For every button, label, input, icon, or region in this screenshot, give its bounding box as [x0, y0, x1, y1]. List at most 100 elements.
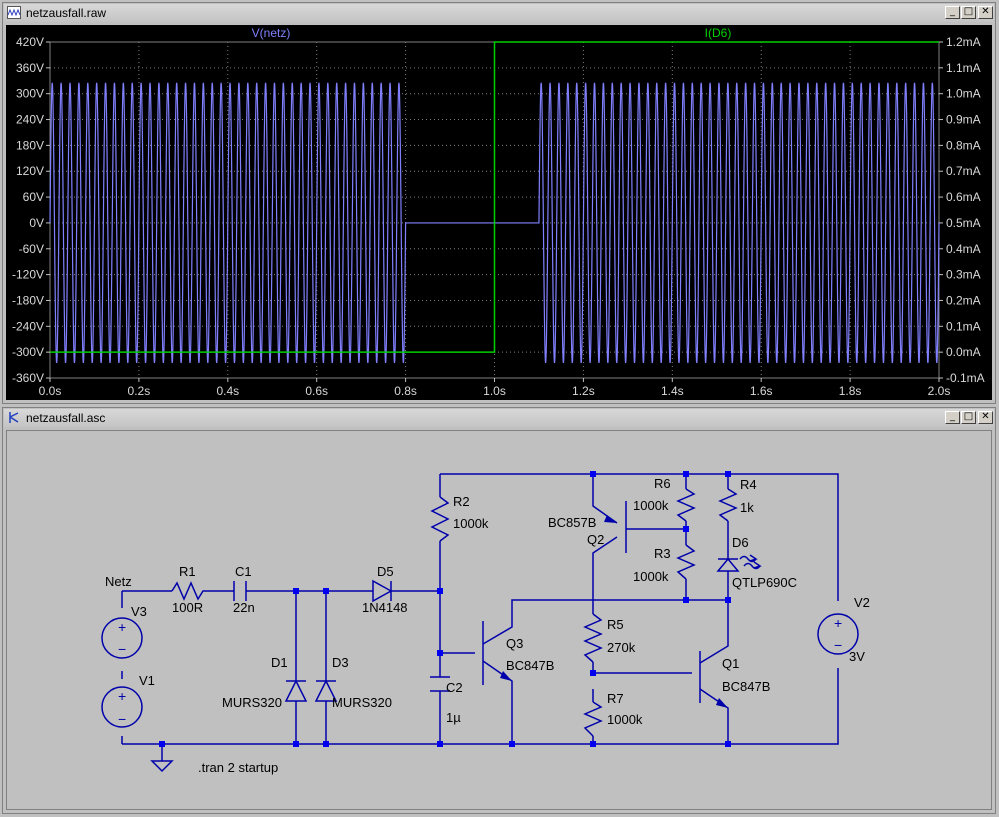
d6-ref[interactable]: D6: [732, 535, 749, 550]
v1-ref[interactable]: V1: [139, 673, 155, 688]
d5-value[interactable]: 1N4148: [362, 600, 408, 615]
net-label-netz[interactable]: Netz: [105, 574, 132, 589]
y-tick-label-right: 0.4mA: [946, 242, 981, 256]
svg-text:−: −: [118, 711, 126, 727]
y-tick-label-right: 1.0mA: [946, 87, 981, 101]
q1-value[interactable]: BC847B: [722, 679, 770, 694]
c2-value[interactable]: 1µ: [446, 710, 461, 725]
svg-text:+: +: [118, 688, 126, 704]
y-tick-label-right: 0.0mA: [946, 345, 981, 359]
schematic-drawing[interactable]: +− +− +− Netz V3 V1: [7, 431, 993, 811]
y-tick-label-left: 0V: [29, 216, 44, 230]
svg-text:+: +: [118, 619, 126, 635]
y-tick-label-left: -300V: [12, 345, 44, 359]
svg-text:−: −: [834, 637, 842, 653]
svg-text:−: −: [118, 641, 126, 657]
r7-value[interactable]: 1000k: [607, 712, 643, 727]
y-tick-label-right: 0.1mA: [946, 319, 981, 333]
x-tick-label: 1.2s: [572, 384, 595, 398]
q2-value[interactable]: BC857B: [548, 515, 596, 530]
q1-ref[interactable]: Q1: [722, 656, 739, 671]
minimize-button[interactable]: _: [945, 411, 960, 424]
y-tick-label-right: 0.5mA: [946, 216, 981, 230]
y-tick-label-left: -180V: [12, 293, 44, 307]
r2-ref[interactable]: R2: [453, 494, 470, 509]
r6-value[interactable]: 1000k: [633, 498, 669, 513]
d1-ref[interactable]: D1: [271, 655, 288, 670]
r7-ref[interactable]: R7: [607, 691, 624, 706]
junction-dots: [159, 471, 731, 747]
y-tick-label-left: 420V: [16, 35, 44, 49]
r5-value[interactable]: 270k: [607, 640, 636, 655]
x-tick-label: 1.0s: [483, 384, 506, 398]
v3-ref[interactable]: V3: [131, 604, 147, 619]
q2-ref[interactable]: Q2: [587, 532, 604, 547]
y-tick-label-left: 360V: [16, 61, 44, 75]
y-tick-label-right: 1.1mA: [946, 61, 981, 75]
y-tick-label-right: 0.2mA: [946, 293, 981, 307]
x-tick-label: 2.0s: [928, 384, 951, 398]
schematic-window: netzausfall.asc _ □ ✕: [2, 407, 996, 814]
close-button[interactable]: ✕: [978, 6, 993, 19]
y-tick-label-left: 240V: [16, 113, 44, 127]
waveform-window-title: netzausfall.raw: [26, 6, 107, 20]
y-tick-label-right: 1.2mA: [946, 35, 981, 49]
waveform-titlebar[interactable]: netzausfall.raw _ □ ✕: [4, 4, 994, 22]
y-tick-label-right: 0.7mA: [946, 164, 981, 178]
q3-ref[interactable]: Q3: [506, 636, 523, 651]
y-tick-label-left: -360V: [12, 371, 44, 385]
r4-ref[interactable]: R4: [740, 477, 757, 492]
r3-ref[interactable]: R3: [654, 546, 671, 561]
d1-value[interactable]: MURS320: [222, 695, 282, 710]
tran-directive[interactable]: .tran 2 startup: [198, 760, 278, 775]
trace-label-id6[interactable]: I(D6): [705, 26, 732, 40]
minimize-button[interactable]: _: [945, 6, 960, 19]
x-tick-label: 0.0s: [39, 384, 62, 398]
x-tick-label: 0.8s: [394, 384, 417, 398]
v2-value[interactable]: 3V: [849, 649, 865, 664]
x-tick-label: 0.2s: [128, 384, 151, 398]
schematic-titlebar[interactable]: netzausfall.asc _ □ ✕: [4, 409, 994, 427]
r4-value[interactable]: 1k: [740, 500, 754, 515]
x-tick-label: 0.4s: [216, 384, 239, 398]
y-tick-label-right: 0.6mA: [946, 190, 981, 204]
c1-ref[interactable]: C1: [235, 564, 252, 579]
waveform-window: netzausfall.raw _ □ ✕ V(netz) I(D6) 420V…: [2, 2, 996, 404]
y-tick-label-left: -240V: [12, 319, 44, 333]
d6-value[interactable]: QTLP690C: [732, 575, 797, 590]
y-tick-label-right: -0.1mA: [946, 371, 985, 385]
x-tick-label: 1.6s: [750, 384, 773, 398]
x-tick-label: 0.6s: [305, 384, 328, 398]
trace-id6[interactable]: [50, 41, 939, 353]
waveform-plot[interactable]: V(netz) I(D6) 420V 1.2mA 360V 1.1mA 300V 1.0m…: [6, 25, 992, 400]
r2-value[interactable]: 1000k: [453, 516, 489, 531]
restore-button[interactable]: □: [961, 411, 976, 424]
y-tick-label-left: -60V: [19, 242, 44, 256]
c1-value[interactable]: 22n: [233, 600, 255, 615]
trace-label-vnetz[interactable]: V(netz): [252, 26, 291, 40]
c2-ref[interactable]: C2: [446, 680, 463, 695]
r6-ref[interactable]: R6: [654, 476, 671, 491]
schematic-canvas[interactable]: +− +− +− Netz V3 V1: [6, 430, 992, 810]
polarity-marks: +− +− +−: [118, 615, 842, 727]
r1-ref[interactable]: R1: [179, 564, 196, 579]
r3-value[interactable]: 1000k: [633, 569, 669, 584]
r1-value[interactable]: 100R: [172, 600, 203, 615]
restore-button[interactable]: □: [961, 6, 976, 19]
waveform-icon: [7, 6, 21, 19]
y-tick-label-left: 300V: [16, 87, 44, 101]
plot-pane[interactable]: V(netz) I(D6) 420V 1.2mA 360V 1.1mA 300V 1.0m…: [6, 25, 992, 400]
r5-ref[interactable]: R5: [607, 617, 624, 632]
close-button[interactable]: ✕: [978, 411, 993, 424]
d3-value[interactable]: MURS320: [332, 695, 392, 710]
q3-value[interactable]: BC847B: [506, 658, 554, 673]
y-tick-label-left: 180V: [16, 138, 44, 152]
y-tick-label-right: 0.3mA: [946, 268, 981, 282]
y-tick-label-right: 0.8mA: [946, 138, 981, 152]
schematic-window-title: netzausfall.asc: [26, 411, 106, 425]
d5-ref[interactable]: D5: [377, 564, 394, 579]
x-tick-label: 1.8s: [839, 384, 862, 398]
v2-ref[interactable]: V2: [854, 595, 870, 610]
d3-ref[interactable]: D3: [332, 655, 349, 670]
y-tick-label-right: 0.9mA: [946, 113, 981, 127]
